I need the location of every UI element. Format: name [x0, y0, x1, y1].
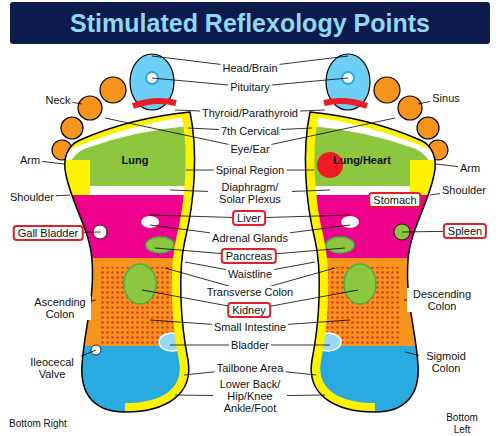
organ-label: Arm	[458, 162, 482, 174]
title-text: Stimulated Reflexology Points	[70, 9, 430, 38]
organ-label: Lung/Heart	[331, 154, 393, 166]
organ-label: Pituitary	[228, 81, 272, 93]
organ-label: Head/Brain	[220, 62, 279, 74]
region-label: Stomach	[373, 194, 416, 206]
title-banner	[10, 2, 490, 44]
organ-label: Adrenal Glands	[210, 232, 290, 244]
organ-label: Ileocecal Valve	[23, 356, 81, 380]
organ-label: Ascending Colon	[29, 296, 91, 320]
region-label: Liver	[237, 212, 261, 224]
region-box: Stomach	[368, 192, 421, 208]
organ-label: Transverse Colon	[205, 286, 295, 298]
organ-label: Sigmoid Colon	[419, 350, 473, 374]
organ-label: Small Intestine	[212, 321, 288, 333]
organ-label: Sinus	[430, 92, 462, 104]
region-label: Spleen	[448, 225, 482, 237]
organ-label: Diaphragm/ Solar Plexus	[208, 181, 292, 205]
organ-label: Shoulder	[8, 191, 56, 203]
region-box: Spleen	[443, 223, 487, 239]
organ-label: Neck	[43, 94, 72, 106]
organ-label: Lung	[120, 154, 151, 166]
region-box: Gall Bladder	[13, 225, 84, 241]
organ-label: Thyroid/Parathyroid	[200, 107, 300, 119]
region-box: Pancreas	[221, 248, 277, 264]
organ-label: Bladder	[229, 339, 271, 351]
region-label: Gall Bladder	[18, 227, 79, 239]
organ-label: 7th Cervical	[219, 125, 281, 137]
side-caption: Bottom Right	[7, 418, 69, 430]
side-caption: Bottom Left	[443, 412, 481, 436]
organ-label: Lower Back/ Hip/Knee Ankle/Foot	[213, 378, 287, 414]
leader-line	[30, 56, 470, 396]
organ-label: Shoulder	[440, 184, 488, 196]
organ-label: Descending Colon	[407, 288, 477, 312]
region-box: Kidney	[227, 302, 271, 318]
region-box: Liver	[232, 210, 266, 226]
organ-label: Waistline	[226, 268, 274, 280]
organ-label: Spinal Region	[214, 164, 287, 176]
region-label: Kidney	[232, 304, 266, 316]
region-label: Pancreas	[226, 250, 272, 262]
organ-label: Tailbone Area	[215, 362, 286, 374]
organ-label: Eye/Ear	[228, 143, 271, 155]
organ-label: Arm	[18, 154, 42, 166]
